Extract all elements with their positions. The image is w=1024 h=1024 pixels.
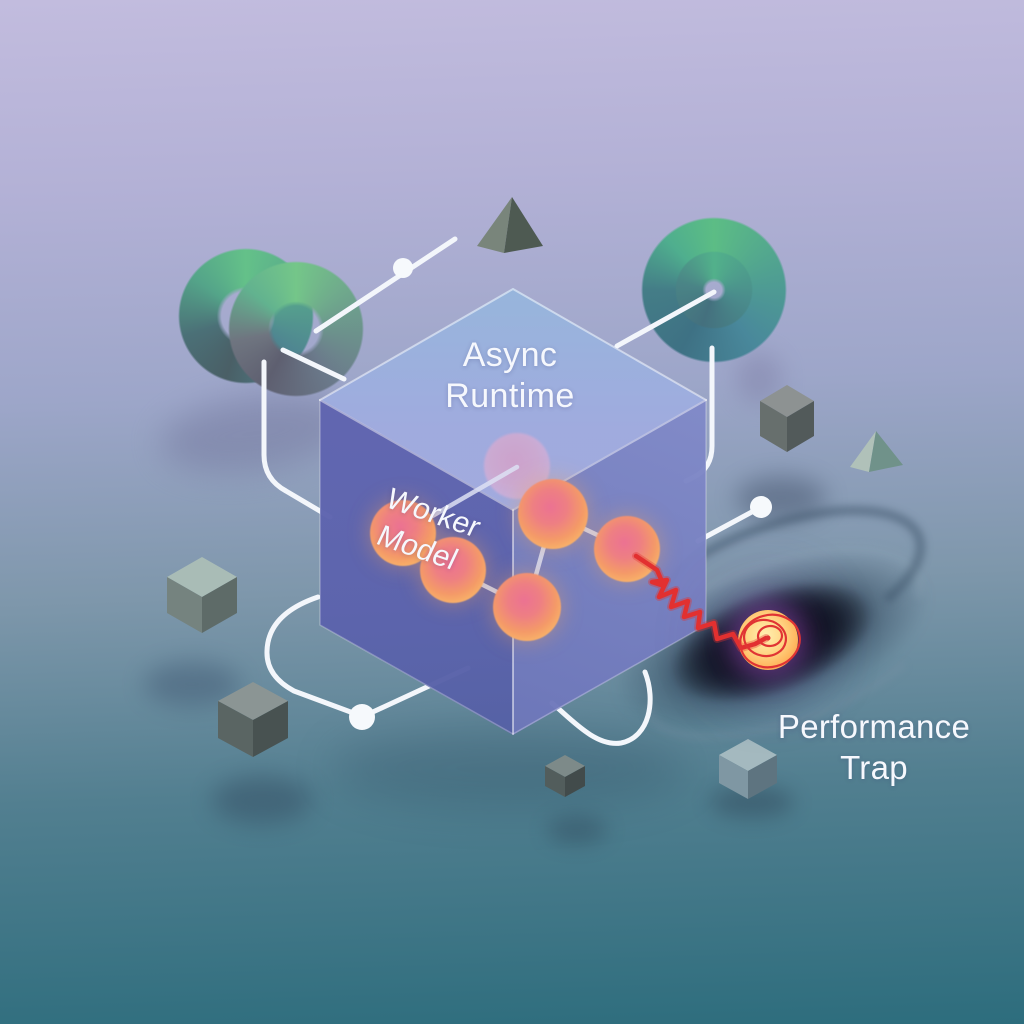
trap-glow-sphere <box>738 610 798 670</box>
cube-shadow-1 <box>736 476 826 520</box>
performance-trap-label-line1: Performance <box>777 708 971 745</box>
worker-sphere-5 <box>594 516 660 582</box>
async-runtime-label-line2: Runtime <box>445 377 575 415</box>
cube-shadow-5 <box>710 786 794 818</box>
worker-sphere-4 <box>518 479 588 549</box>
async-runtime-label-line1: Async <box>462 336 558 374</box>
circuit-node-bottomleft <box>349 704 375 730</box>
pyramid-right <box>850 431 903 472</box>
torus-pair-left-front <box>228 261 364 397</box>
worker-sphere-2 <box>420 537 486 603</box>
pyramid-top <box>477 197 543 253</box>
cube-shadow-4 <box>547 816 607 844</box>
floating-cube-left-upper <box>167 557 237 633</box>
worker-sphere-3 <box>493 573 561 641</box>
performance-trap-label-line2: Trap <box>840 749 908 786</box>
performance-trap-label: Performance Trap <box>763 706 985 788</box>
async-runtime-label: Async Runtime <box>360 335 660 417</box>
torus-right-inner <box>675 251 753 329</box>
torus-right-shadow <box>736 352 782 404</box>
circuit-node-topleft <box>393 258 413 278</box>
cube-shadow-3 <box>212 776 312 824</box>
cube-shadow-2 <box>144 662 240 706</box>
